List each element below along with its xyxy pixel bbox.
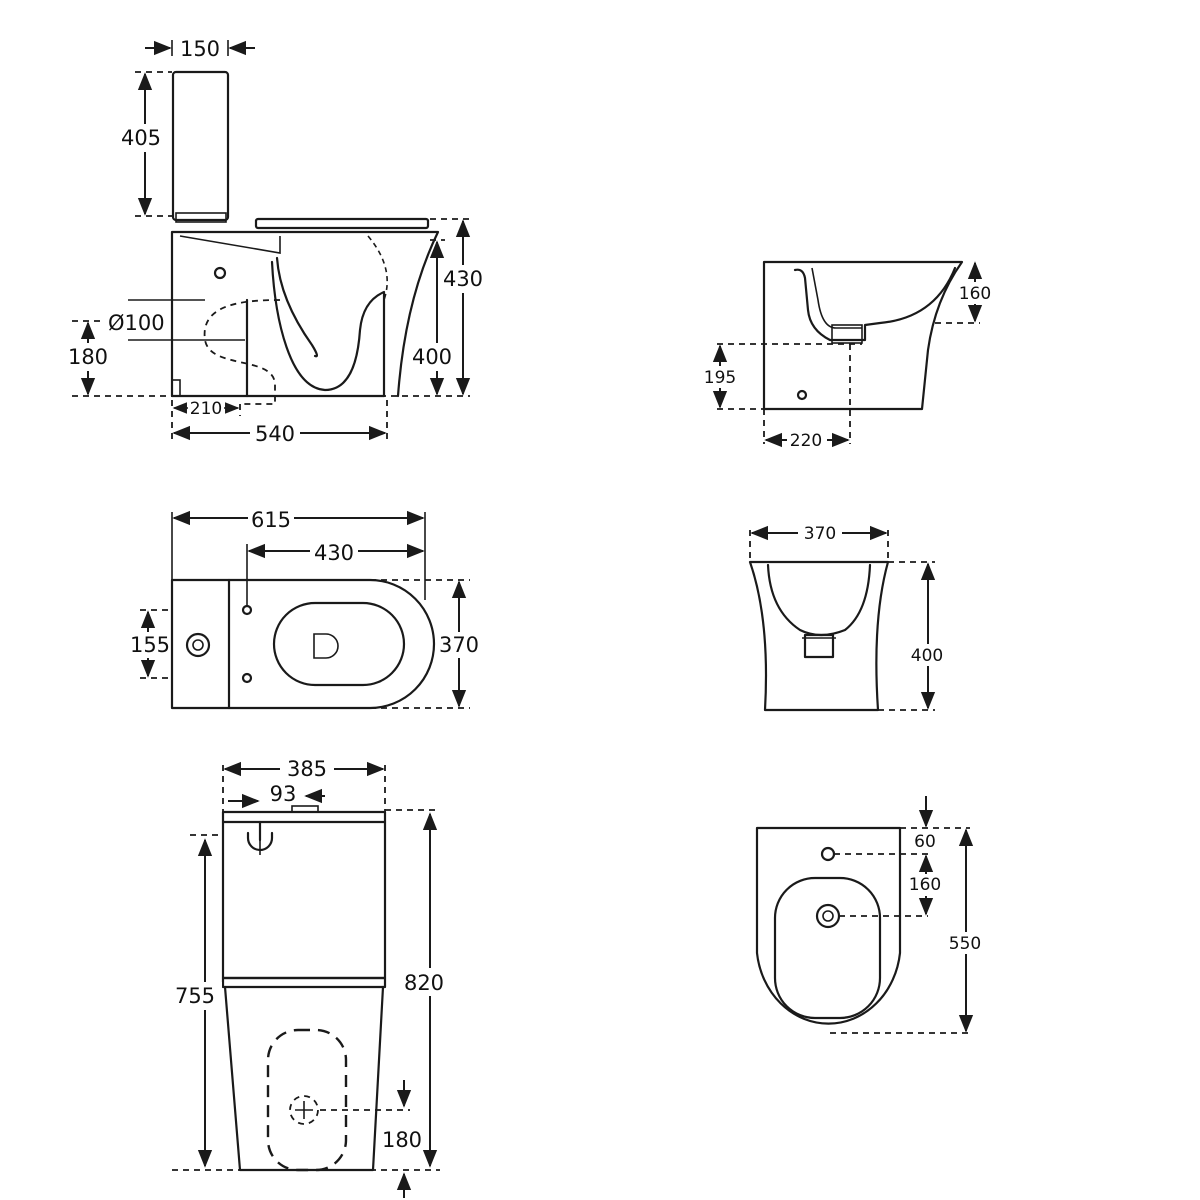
label-bg	[400, 968, 450, 996]
dim-pan-depth: 540	[255, 422, 295, 446]
pan-body	[170, 230, 440, 398]
fixing-hole	[241, 672, 253, 684]
label-bg	[310, 540, 358, 566]
dim-tap-to-drain: 160	[909, 875, 941, 895]
label-bg	[250, 420, 300, 446]
cistern-outline	[171, 70, 230, 222]
drain-inner	[822, 910, 834, 922]
label-bg	[188, 398, 224, 418]
label-bg	[906, 644, 950, 666]
label-bg	[798, 522, 842, 544]
pan-rim	[179, 235, 281, 254]
dim-button-offset: 93	[270, 782, 297, 806]
label-bg	[280, 756, 334, 782]
cistern-base	[175, 212, 227, 223]
seat-front	[221, 976, 387, 989]
drain-outer	[815, 903, 841, 929]
label-bg	[118, 124, 164, 152]
label-bg	[956, 282, 996, 304]
dim-bidet-outlet-setback: 220	[790, 431, 822, 451]
dim-cistern-depth: 150	[180, 37, 220, 61]
bidet-top-view: 60 160 550	[755, 796, 987, 1034]
dim-seat-height: 400	[412, 345, 452, 369]
trap-bowl	[270, 260, 386, 398]
label-bg	[410, 343, 458, 371]
fixing-hole	[241, 604, 253, 616]
bidet-front-bowl	[766, 563, 872, 637]
toilet-front-view: 385 93 755 820 180	[172, 756, 450, 1198]
dim-overall-length: 615	[251, 508, 291, 532]
dim-cistern-width: 385	[287, 757, 327, 781]
bidet-top-outline	[755, 826, 902, 1025]
dim-tap-hole-offset: 60	[914, 832, 936, 852]
dim-fixing-spacing: 155	[130, 633, 170, 657]
label-bg	[787, 430, 827, 450]
seat-lid	[254, 217, 430, 230]
bidet-front-outlet	[803, 633, 835, 659]
dim-total-height: 430	[443, 267, 483, 291]
flush-button	[291, 805, 319, 813]
flush-button-inner	[192, 639, 204, 651]
label-bg	[172, 982, 222, 1010]
pan-front	[223, 985, 385, 1172]
dim-outlet-diameter: Ø100	[108, 311, 165, 335]
label-bg	[436, 632, 482, 658]
dim-outlet-height: 180	[68, 345, 108, 369]
hidden-outlet	[266, 1028, 348, 1172]
bidet-bowl	[793, 266, 957, 342]
trap-inner-a	[275, 256, 319, 358]
bidet-front-view: 370 400	[748, 522, 950, 712]
toilet-side-view: 150 405 430 400 Ø100 180 210 540	[66, 37, 486, 446]
dim-front-outlet-height: 180	[382, 1128, 422, 1152]
dim-pan-length: 430	[314, 541, 354, 565]
dim-bidet-height: 400	[911, 646, 943, 666]
drain-shape	[313, 633, 339, 659]
dim-pan-height: 755	[175, 984, 215, 1008]
fixing-hole	[796, 389, 808, 401]
toilet-top-outline	[170, 578, 436, 710]
bidet-bowl-inner	[811, 267, 862, 329]
flush-button-outer	[185, 632, 211, 658]
label-bg	[66, 343, 112, 371]
label-bg	[440, 265, 486, 293]
seat-opening	[272, 601, 406, 687]
bidet-body	[762, 260, 964, 411]
dim-bowl-depth: 160	[959, 284, 991, 304]
dim-outlet-setback: 210	[190, 399, 222, 419]
dim-overall-width: 370	[439, 633, 479, 657]
fixing-hole	[213, 266, 227, 280]
toilet-top-view: 615 430 155 370	[128, 506, 482, 710]
dim-bidet-outlet-height: 195	[704, 368, 736, 388]
label-bg	[906, 874, 946, 896]
dim-bidet-length: 550	[949, 934, 981, 954]
label-bg	[945, 932, 987, 954]
tap-hole	[820, 846, 836, 862]
label-bg	[700, 366, 740, 388]
foot	[171, 379, 181, 397]
dim-bidet-width: 370	[804, 524, 836, 544]
hidden-outlet-pipe	[203, 299, 281, 405]
cistern-lid	[221, 810, 387, 824]
bidet-outlet	[831, 324, 863, 344]
dim-cistern-height: 405	[121, 126, 161, 150]
dim-overall-height: 820	[404, 971, 444, 995]
trap-hidden	[367, 235, 388, 301]
cistern-front	[221, 820, 387, 980]
label-bg	[128, 632, 170, 658]
hidden-outlet-centre	[289, 1095, 319, 1125]
label-bg	[248, 506, 294, 532]
bidet-side-view: 160 195 220	[700, 260, 996, 451]
bidet-top-bowl	[773, 876, 882, 1020]
